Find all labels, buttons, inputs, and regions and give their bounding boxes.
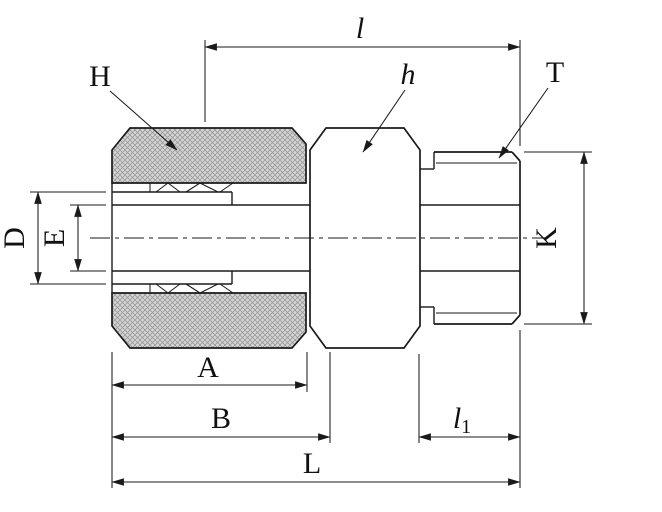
fitting-body bbox=[90, 127, 548, 349]
callout-h: h bbox=[362, 58, 416, 153]
label-h: h bbox=[401, 58, 416, 91]
dimension-B: B bbox=[111, 352, 331, 443]
nut-lower-half bbox=[111, 292, 307, 349]
callout-T: T bbox=[498, 56, 564, 159]
nut-section bbox=[111, 127, 307, 349]
seat-bottom bbox=[219, 283, 234, 294]
back-ferrule-top bbox=[155, 182, 181, 193]
dimension-A: A bbox=[111, 351, 308, 488]
dimension-L: L bbox=[111, 330, 521, 488]
dimension-E: E bbox=[38, 204, 106, 272]
label-l: l bbox=[356, 12, 364, 45]
label-D: D bbox=[0, 227, 31, 249]
label-B: B bbox=[211, 402, 231, 435]
label-E: E bbox=[38, 229, 71, 247]
label-K: K bbox=[530, 227, 563, 249]
seat-top bbox=[219, 182, 234, 193]
nut-upper-half bbox=[111, 127, 307, 184]
label-T: T bbox=[546, 56, 564, 89]
male-thread bbox=[434, 151, 521, 325]
dimension-l1: l1 bbox=[418, 354, 521, 443]
back-ferrule-bottom bbox=[155, 283, 181, 294]
tube-and-ferrules bbox=[112, 182, 234, 294]
leader-line bbox=[498, 87, 549, 159]
thread-undercut bbox=[420, 152, 435, 324]
label-l1-sub: 1 bbox=[461, 416, 471, 438]
dimension-D: D bbox=[0, 191, 106, 285]
label-A: A bbox=[197, 351, 219, 384]
thread-chamfer-top bbox=[511, 151, 521, 162]
label-H: H bbox=[89, 60, 111, 93]
callout-H: H bbox=[89, 60, 178, 151]
front-ferrule-bottom bbox=[185, 283, 219, 294]
thread-chamfer-bottom bbox=[511, 314, 521, 325]
dimension-l: l bbox=[204, 12, 521, 146]
dimension-K: K bbox=[524, 151, 592, 325]
label-l1: l1 bbox=[453, 402, 471, 438]
front-ferrule-top bbox=[185, 182, 219, 193]
leader-line bbox=[362, 89, 406, 153]
leader-line bbox=[109, 90, 178, 151]
label-L: L bbox=[303, 447, 321, 480]
label-l1-main: l bbox=[453, 402, 461, 435]
